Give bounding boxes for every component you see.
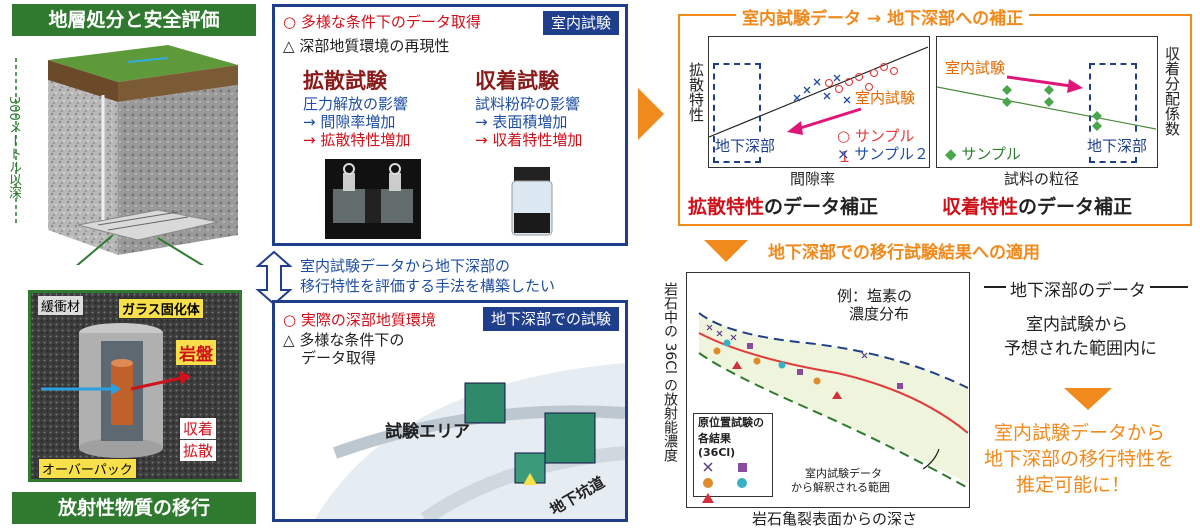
- conclusion-l1: 室内試験データから: [994, 422, 1166, 444]
- application-xlabel: 岩石亀裂表面からの深さ: [752, 510, 918, 528]
- field-tag: 地下深部での試験: [482, 307, 619, 331]
- deep-data-l1: 室内試験から: [1026, 315, 1128, 335]
- plot2-legend: サンプル: [961, 145, 1021, 163]
- caption-sorption: 収着特性のデータ補正: [942, 192, 1132, 219]
- label-rock: 岩盤: [176, 340, 216, 365]
- legend-title2: 各結果 (36Cl): [698, 432, 736, 459]
- middle-text-l1: 室内試験データから地下深部の: [300, 257, 511, 275]
- plot1-arrow: [785, 105, 863, 139]
- legend-box: 原位置試験の 各結果 (36Cl): [693, 413, 773, 503]
- sorption-l2: → 表面積増加: [475, 113, 568, 131]
- left-title: 地層処分と安全評価: [12, 4, 256, 36]
- caption-diffusion: 拡散特性のデータ補正: [688, 192, 878, 219]
- field-item2b: データ取得: [301, 349, 377, 367]
- example-l2: 濃度分布: [849, 305, 910, 323]
- sorption-vial-photo: [507, 167, 557, 237]
- plot2-arrow: [1005, 73, 1085, 97]
- plot1-lab-label: 室内試験: [855, 89, 916, 107]
- label-overpack: オーバーパック: [38, 458, 137, 479]
- left-footer: 放射性物質の移行: [12, 492, 256, 524]
- lab-test-box: ○ 多様な条件下のデータ取得 室内試験 △ 深部地質環境の再現性 拡散試験 圧力…: [272, 4, 628, 246]
- diffusion-l2: → 間隙率増加: [303, 113, 396, 131]
- example-l1: 例：塩素の: [837, 287, 913, 305]
- plot2-deep-label: 地下深部: [1087, 135, 1148, 156]
- range-l2: から解釈される範囲: [791, 481, 890, 494]
- deep-zone-box-1: [713, 63, 761, 163]
- application-ylabel: 岩石中の 36Cl の放射能濃度: [662, 282, 678, 463]
- plot2-lab-label: 室内試験: [945, 59, 1006, 77]
- diffusion-l3: → 拡散特性増加: [303, 131, 411, 149]
- plot1-legend1-mark: ○: [837, 127, 851, 145]
- legend-title1: 原位置試験の: [698, 416, 764, 429]
- caption-diffusion-red: 拡散特性: [688, 196, 765, 218]
- depth-label: 300メートル以深: [6, 96, 21, 199]
- plot1-xlabel: 間隙率: [790, 170, 836, 188]
- diffusion-test-title: 拡散試験: [303, 69, 387, 93]
- plot1-legend1: サンプル１: [837, 127, 915, 166]
- orange-arrow-main: [636, 84, 666, 144]
- plot1-legend2: サンプル２: [854, 145, 929, 163]
- range-l1: 室内試験データ: [805, 467, 882, 480]
- plot1-deep-label: 地下深部: [715, 135, 776, 156]
- plot2-ylabel: 収着分配係数: [1163, 46, 1181, 136]
- correction-title: 室内試験データ → 地下深部への補正: [736, 4, 1030, 29]
- field-item1-mark: ○: [283, 311, 297, 329]
- lab-item1: 多様な条件下のデータ取得: [300, 13, 481, 31]
- middle-text-l2: 移行特性を評価する手法を構築したい: [300, 277, 556, 295]
- plot2-legend-mark: ◆: [945, 145, 957, 163]
- geology-block: [18, 40, 248, 291]
- conclusion-l3: 推定可能に！: [1016, 474, 1131, 496]
- diffusion-l1: 圧力解放の影響: [303, 95, 409, 113]
- label-diffusion: 拡散: [180, 440, 217, 461]
- caption-sorption-red: 収着特性: [942, 196, 1019, 218]
- test-area-label: 試験エリア: [385, 422, 470, 442]
- diffusion-plot: 地下深部 室内試験 ○ サンプル１ × サンプル２: [708, 36, 930, 168]
- caption-diffusion-rest: のデータ補正: [764, 196, 879, 218]
- deep-zone-box-2: [1089, 63, 1137, 163]
- lab-item2: 深部地質環境の再現性: [299, 37, 450, 55]
- lab-item1-mark: ○: [283, 13, 297, 31]
- conclusion-l2: 地下深部の移行特性を: [984, 448, 1175, 470]
- plot2-xlabel: 試料の粒径: [1004, 170, 1080, 188]
- application-title: 地下深部での移行試験結果への適用: [768, 243, 1040, 263]
- sorption-plot: 地下深部 室内試験 ◆ サンプル: [936, 36, 1158, 168]
- plot1-ylabel: 拡散特性: [687, 62, 705, 122]
- sorption-l3: → 収着特性増加: [475, 131, 583, 149]
- plot1-legend2-mark: ×: [837, 145, 850, 163]
- label-glass: ガラス固化体: [118, 298, 204, 319]
- down-arrow-1: [704, 240, 748, 266]
- sorption-test-title: 収着試験: [475, 69, 559, 93]
- deep-data-title: 地下深部のデータ: [1006, 276, 1150, 301]
- down-arrow-2: [1064, 388, 1112, 414]
- field-item2-mark: △: [283, 331, 295, 349]
- field-item1: 実際の深部地質環境: [300, 311, 436, 329]
- deep-data-l2: 予想された範囲内に: [1004, 339, 1157, 359]
- label-sorption: 収着: [180, 418, 217, 439]
- diffusion-cell-photo: [325, 159, 421, 239]
- lab-item2-mark: △: [283, 37, 295, 55]
- sorption-l1: 試料粉砕の影響: [475, 95, 581, 113]
- label-buffer: 緩衝材: [38, 296, 84, 315]
- caption-sorption-rest: のデータ補正: [1018, 196, 1133, 218]
- double-arrow: [254, 250, 294, 306]
- application-plot: 例：塩素の 濃度分布 原位置試験の 各結果 (36Cl) 室内試験データ から解…: [686, 272, 970, 508]
- lab-tag: 室内試験: [542, 11, 619, 35]
- field-test-box: ○ 実際の深部地質環境 地下深部での試験 △ 多様な条件下の データ取得 試験エ…: [272, 300, 628, 522]
- field-item2a: 多様な条件下の: [299, 331, 405, 349]
